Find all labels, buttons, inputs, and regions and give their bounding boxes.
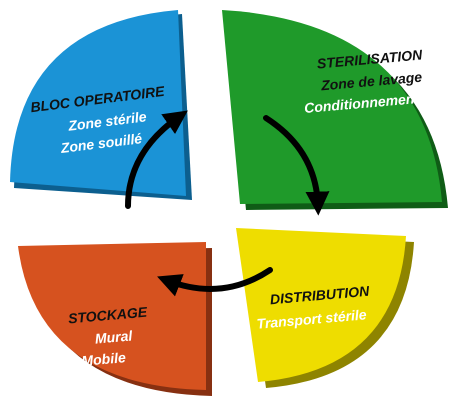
arrow-bloc-operatoire-to-sterilisation [125, 110, 188, 209]
quadrant-stockage-title: STOCKAGE [67, 304, 148, 327]
quadrant-distribution-shape [236, 228, 406, 382]
arrow-distribution-to-stockage [157, 267, 273, 297]
quadrant-distribution: DISTRIBUTION Transport stérile [236, 228, 414, 388]
quadrant-bloc-operatoire: BLOC OPERATOIRE Zone stérile Zone souill… [10, 10, 192, 200]
quadrant-stockage-line-1: Mural [94, 327, 134, 346]
arrow-sterilisation-to-distribution [263, 115, 330, 216]
quadrant-stockage-line-2: Mobile [81, 349, 127, 369]
quadrant-sterilisation: STERILISATION Zone de lavage Conditionne… [222, 10, 448, 210]
quadrant-sterilisation-shape [222, 10, 442, 204]
quadrant-stockage: STOCKAGE Mural Mobile [18, 242, 212, 396]
